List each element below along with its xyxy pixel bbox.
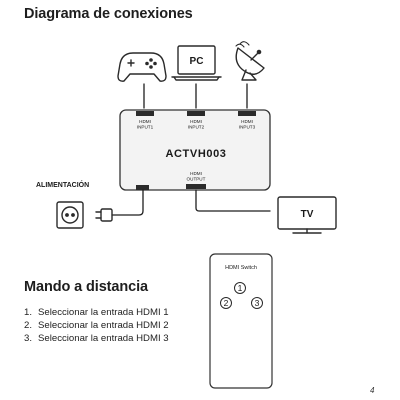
hdmi-input2-port xyxy=(187,111,205,116)
tv-icon xyxy=(277,196,337,234)
input3-label-line1: HDMI xyxy=(241,119,253,124)
switch-model: ACTVH003 xyxy=(165,148,226,160)
hdmi-switch-body xyxy=(119,109,271,191)
remote-button-1[interactable]: 1 xyxy=(234,282,246,294)
remote-control xyxy=(209,253,273,389)
input2-label-line2: INPUT2 xyxy=(188,125,205,130)
pc-label: PC xyxy=(190,56,204,67)
step-number: 3. xyxy=(24,333,33,344)
power-plug-icon xyxy=(95,208,113,222)
remote-button-3-label: 3 xyxy=(255,298,260,308)
remote-title: HDMI Switch xyxy=(225,265,257,271)
remote-button-1-label: 1 xyxy=(238,283,243,293)
list-item: 1. Seleccionar la entrada HDMI 1 xyxy=(24,306,169,319)
step-number: 2. xyxy=(24,320,33,331)
hdmi-input3-port xyxy=(238,111,256,116)
diagram-title: Diagrama de conexiones xyxy=(24,6,193,22)
remote-button-2-label: 2 xyxy=(224,298,229,308)
power-label: ALIMENTACIÓN xyxy=(36,180,89,189)
hdmi-input1-port xyxy=(136,111,154,116)
hdmi-output-port xyxy=(186,184,206,189)
list-item: 2. Seleccionar la entrada HDMI 2 xyxy=(24,319,169,332)
step-text: Seleccionar la entrada HDMI 3 xyxy=(38,333,169,344)
output-label-line2: OUTPUT xyxy=(187,177,206,182)
input2-label-line1: HDMI xyxy=(190,119,202,124)
power-cable xyxy=(111,189,144,216)
step-text: Seleccionar la entrada HDMI 1 xyxy=(38,307,169,318)
remote-steps-list: 1. Seleccionar la entrada HDMI 1 2. Selecc… xyxy=(24,306,169,345)
remote-section-title: Mando a distancia xyxy=(24,279,148,295)
output-label-line1: HDMI xyxy=(190,171,202,176)
input3-label-line2: INPUT3 xyxy=(239,125,256,130)
power-port xyxy=(136,185,149,190)
input-cables xyxy=(143,83,248,109)
remote-button-3[interactable]: 3 xyxy=(251,297,263,309)
step-text: Seleccionar la entrada HDMI 2 xyxy=(38,320,169,331)
tv-label: TV xyxy=(301,209,314,220)
pc-laptop-icon xyxy=(171,45,222,81)
input1-label-line2: INPUT1 xyxy=(137,125,154,130)
list-item: 3. Seleccionar la entrada HDMI 3 xyxy=(24,332,169,345)
output-cable xyxy=(195,189,271,212)
satellite-dish-icon xyxy=(235,41,265,81)
step-number: 1. xyxy=(24,307,33,318)
input1-label-line1: HDMI xyxy=(139,119,151,124)
remote-button-2[interactable]: 2 xyxy=(220,297,232,309)
power-outlet-icon xyxy=(56,201,84,229)
page-number: 4 xyxy=(370,386,375,395)
gamepad-icon xyxy=(117,52,167,82)
